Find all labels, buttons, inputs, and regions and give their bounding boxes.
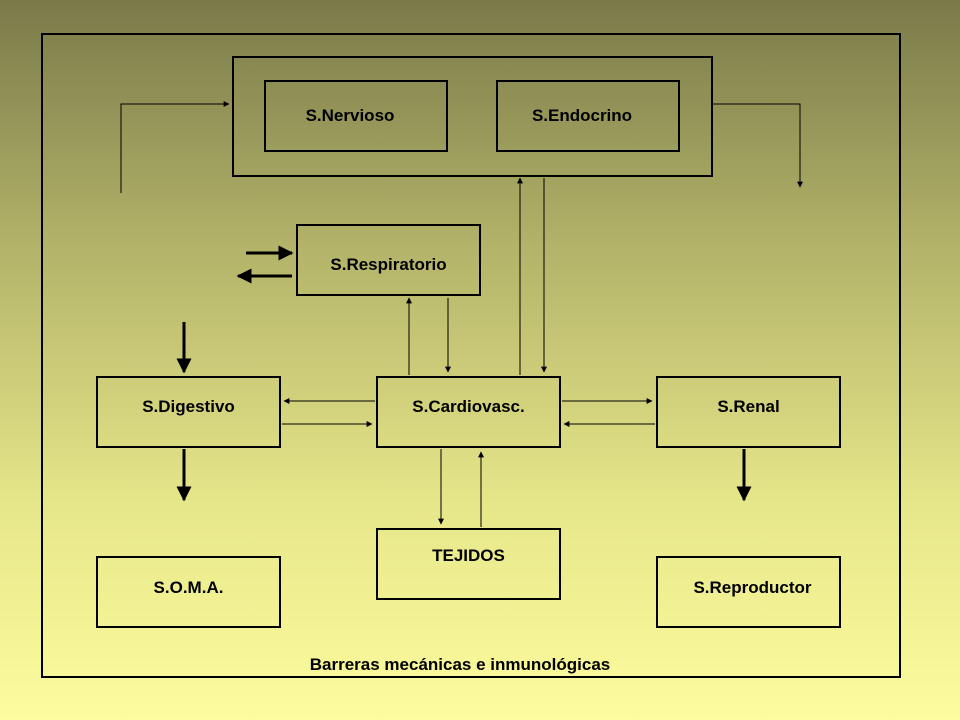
caption: Barreras mecánicas e inmunológicas xyxy=(309,655,611,674)
arrow-into-control xyxy=(120,101,230,193)
node-respiratorio: S.Respiratorio xyxy=(296,224,481,296)
node-nervioso: S.Nervioso xyxy=(264,80,448,152)
node-cardiovasc: S.Cardiovasc. xyxy=(376,376,561,448)
node-tejidos: TEJIDOS xyxy=(376,528,561,600)
node-digestivo: S.Digestivo xyxy=(96,376,281,448)
arrow-out-of-control xyxy=(713,103,803,188)
control-systems-group xyxy=(232,56,713,177)
node-renal: S.Renal xyxy=(656,376,841,448)
node-soma: S.O.M.A. xyxy=(96,556,281,628)
node-endocrino: S.Endocrino xyxy=(496,80,680,152)
diagram-frame xyxy=(41,33,901,678)
node-reproductor: S.Reproductor xyxy=(656,556,841,628)
